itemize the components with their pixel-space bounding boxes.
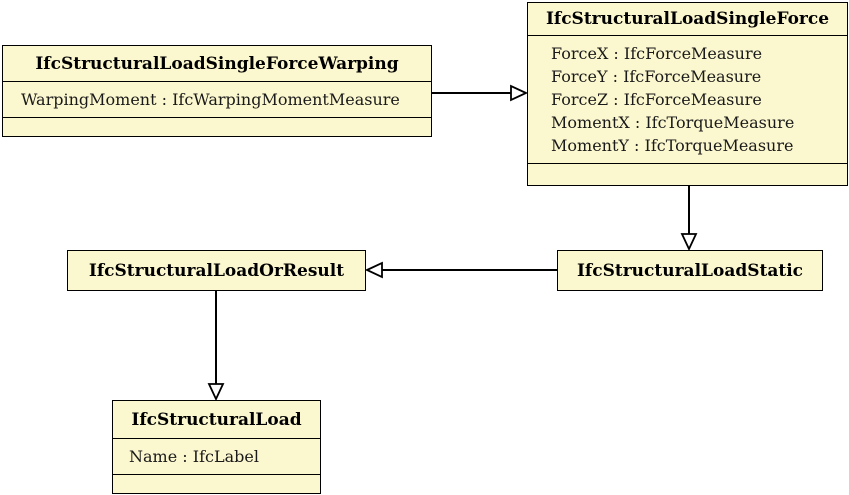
class-attribute: WarpingMoment : IfcWarpingMomentMeasure [21, 90, 400, 109]
class-operations-empty [528, 163, 847, 185]
class-attribute: ForceZ : IfcForceMeasure [551, 90, 762, 109]
class-attribute: ForceX : IfcForceMeasure [551, 44, 763, 63]
class-box-ifcstructuralload[interactable]: IfcStructuralLoad Name : IfcLabel [112, 400, 321, 494]
class-box-ifcstructuralloadstatic[interactable]: IfcStructuralLoadStatic [557, 250, 823, 291]
class-attributes: WarpingMoment : IfcWarpingMomentMeasure [3, 81, 431, 117]
class-name: IfcStructuralLoadStatic [576, 260, 804, 281]
class-name: IfcStructuralLoadSingleForceWarping [35, 53, 399, 74]
class-name: IfcStructuralLoad [131, 409, 302, 430]
generalization-arrow-static-to-orresult [364, 261, 557, 279]
class-attribute: MomentX : IfcTorqueMeasure [551, 113, 795, 132]
generalization-arrow-warping-to-singleforce [432, 84, 529, 102]
class-operations-empty [113, 474, 320, 493]
class-attribute: MomentY : IfcTorqueMeasure [551, 136, 794, 155]
class-name: IfcStructuralLoadSingleForce [545, 9, 830, 29]
class-name: IfcStructuralLoadOrResult [88, 260, 345, 281]
class-attribute: Name : IfcLabel [129, 447, 259, 466]
class-attribute: ForceY : IfcForceMeasure [551, 67, 762, 86]
generalization-arrow-orresult-to-load [207, 291, 225, 402]
class-operations-empty [3, 117, 431, 136]
class-box-ifcstructuralloadsingleforcewarping[interactable]: IfcStructuralLoadSingleForceWarping Warp… [2, 45, 432, 137]
class-box-ifcstructuralloadorresult[interactable]: IfcStructuralLoadOrResult [67, 250, 366, 291]
class-attributes: Name : IfcLabel [113, 438, 320, 474]
class-attributes: ForceX : IfcForceMeasure ForceY : IfcFor… [528, 35, 847, 163]
class-box-ifcstructuralloadsingleforce[interactable]: IfcStructuralLoadSingleForce ForceX : If… [527, 2, 848, 186]
generalization-arrow-singleforce-to-static [680, 186, 698, 252]
